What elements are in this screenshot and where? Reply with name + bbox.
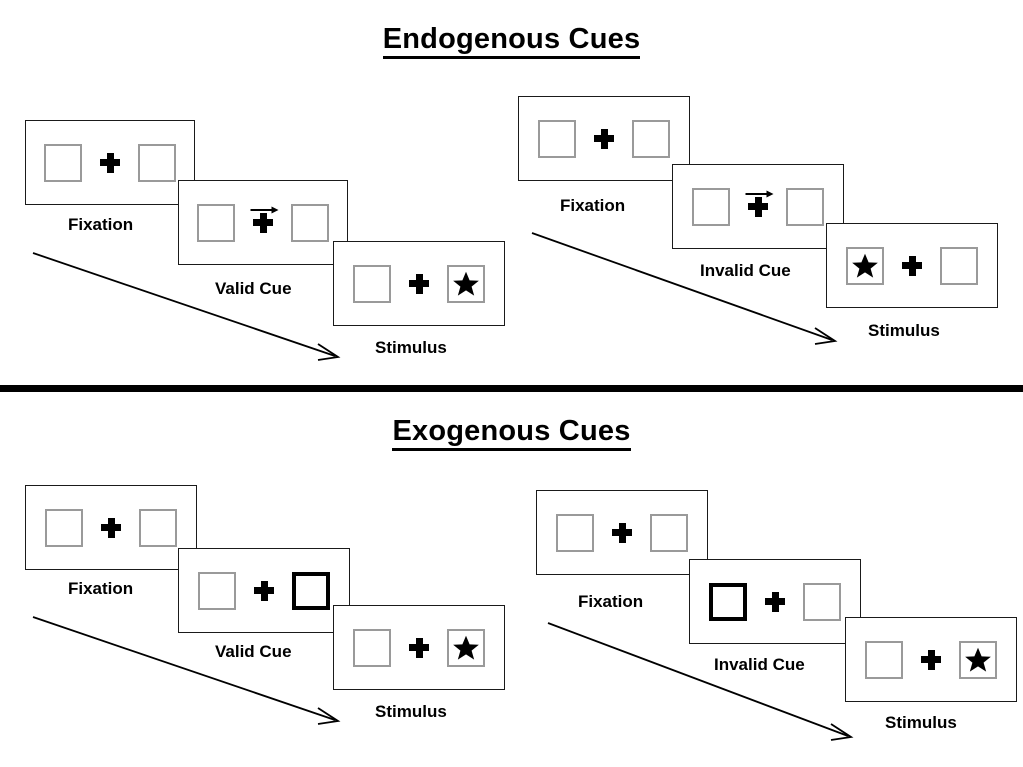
- trial-frame-valid-cue[interactable]: [178, 548, 350, 633]
- trial-frame-valid-cue[interactable]: [178, 180, 348, 265]
- frame-caption-valid-cue: Valid Cue: [215, 279, 292, 298]
- placeholder-box-left: [538, 119, 576, 158]
- placeholder-box-right: [650, 513, 688, 552]
- frame-caption-fixation: Fixation: [68, 215, 134, 234]
- section-title-endogenous-text: Endogenous Cues: [382, 23, 641, 59]
- frame-caption-stimulus: Stimulus: [375, 338, 447, 357]
- fixation-cross-wrap: [765, 591, 785, 612]
- placeholder-box-left: [692, 187, 730, 226]
- plus-icon: [254, 580, 274, 601]
- fixation-cross-wrap: [100, 152, 120, 173]
- section-title-endogenous: Endogenous Cues: [0, 23, 1023, 59]
- frame-content: [709, 582, 841, 621]
- trial-frame-stimulus[interactable]: [845, 617, 1017, 702]
- trial-frame-stimulus[interactable]: [826, 223, 998, 308]
- plus-icon: [253, 212, 273, 233]
- frame-content: [846, 246, 978, 285]
- right-arrow-icon: [250, 204, 280, 216]
- plus-icon: [765, 591, 785, 612]
- plus-icon: [409, 273, 429, 294]
- trial-frame-stimulus[interactable]: [333, 605, 505, 690]
- frame-content: [353, 264, 485, 303]
- section-divider: [0, 385, 1023, 392]
- frame-caption-invalid-cue: Invalid Cue: [700, 261, 791, 280]
- time-arrow-icon: [529, 228, 849, 353]
- frame-content: [45, 508, 177, 547]
- frame-content: [692, 187, 824, 226]
- plus-icon: [100, 152, 120, 173]
- plus-icon: [612, 522, 632, 543]
- frame-content: [865, 640, 997, 679]
- time-arrow-icon: [30, 612, 350, 732]
- plus-icon: [921, 649, 941, 670]
- frame-caption-stimulus: Stimulus: [868, 321, 940, 340]
- placeholder-box-right: [138, 143, 176, 182]
- plus-icon: [748, 196, 768, 217]
- placeholder-box-left-target: [846, 246, 884, 285]
- frame-content: [197, 203, 329, 242]
- time-arrow-icon: [545, 618, 865, 748]
- placeholder-box-left: [44, 143, 82, 182]
- fixation-cross-wrap: [902, 255, 922, 276]
- placeholder-box-left: [45, 508, 83, 547]
- trial-frame-fixation[interactable]: [536, 490, 708, 575]
- fixation-cross-wrap: [254, 580, 274, 601]
- section-title-exogenous: Exogenous Cues: [0, 415, 1023, 451]
- section-title-exogenous-text: Exogenous Cues: [392, 415, 631, 451]
- frame-caption-stimulus: Stimulus: [885, 713, 957, 732]
- fixation-cross-wrap: [594, 128, 614, 149]
- frame-caption-fixation: Fixation: [560, 196, 626, 215]
- trial-frame-fixation[interactable]: [25, 485, 197, 570]
- trial-frame-invalid-cue[interactable]: [689, 559, 861, 644]
- fixation-cross-wrap: [409, 273, 429, 294]
- star-icon: [965, 647, 991, 672]
- star-icon: [453, 635, 479, 660]
- plus-icon: [594, 128, 614, 149]
- frame-caption-invalid-cue: Invalid Cue: [714, 655, 805, 674]
- frame-content: [556, 513, 688, 552]
- frame-content: [538, 119, 670, 158]
- star-icon: [852, 253, 878, 278]
- placeholder-box-left: [353, 264, 391, 303]
- placeholder-box-right: [940, 246, 978, 285]
- trial-frame-fixation[interactable]: [25, 120, 195, 205]
- placeholder-box-left: [353, 628, 391, 667]
- placeholder-box-right-cued: [292, 571, 330, 610]
- placeholder-box-left: [556, 513, 594, 552]
- placeholder-box-right: [803, 582, 841, 621]
- plus-icon: [101, 517, 121, 538]
- placeholder-box-left: [198, 571, 236, 610]
- fixation-cross-wrap: [409, 637, 429, 658]
- plus-icon: [409, 637, 429, 658]
- frame-content: [198, 571, 330, 610]
- frame-caption-fixation: Fixation: [578, 592, 644, 611]
- trial-frame-stimulus[interactable]: [333, 241, 505, 326]
- frame-content: [44, 143, 176, 182]
- placeholder-box-left: [865, 640, 903, 679]
- fixation-cross-wrap: [250, 206, 279, 233]
- placeholder-box-right-target: [959, 640, 997, 679]
- star-icon: [453, 271, 479, 296]
- fixation-cross-wrap: [612, 522, 632, 543]
- plus-icon: [902, 255, 922, 276]
- trial-frame-fixation[interactable]: [518, 96, 690, 181]
- placeholder-box-right: [139, 508, 177, 547]
- placeholder-box-right-target: [447, 628, 485, 667]
- placeholder-box-right-target: [447, 264, 485, 303]
- placeholder-box-left-cued: [709, 582, 747, 621]
- fixation-cross-wrap: [745, 190, 774, 217]
- right-arrow-icon: [745, 188, 775, 200]
- fixation-cross-wrap: [101, 517, 121, 538]
- placeholder-box-right: [632, 119, 670, 158]
- fixation-cross-wrap: [921, 649, 941, 670]
- trial-frame-invalid-cue[interactable]: [672, 164, 844, 249]
- time-arrow-icon: [30, 248, 350, 368]
- frame-caption-stimulus: Stimulus: [375, 702, 447, 721]
- placeholder-box-left: [197, 203, 235, 242]
- frame-content: [353, 628, 485, 667]
- placeholder-box-right: [786, 187, 824, 226]
- placeholder-box-right: [291, 203, 329, 242]
- frame-caption-valid-cue: Valid Cue: [215, 642, 292, 661]
- frame-caption-fixation: Fixation: [68, 579, 134, 598]
